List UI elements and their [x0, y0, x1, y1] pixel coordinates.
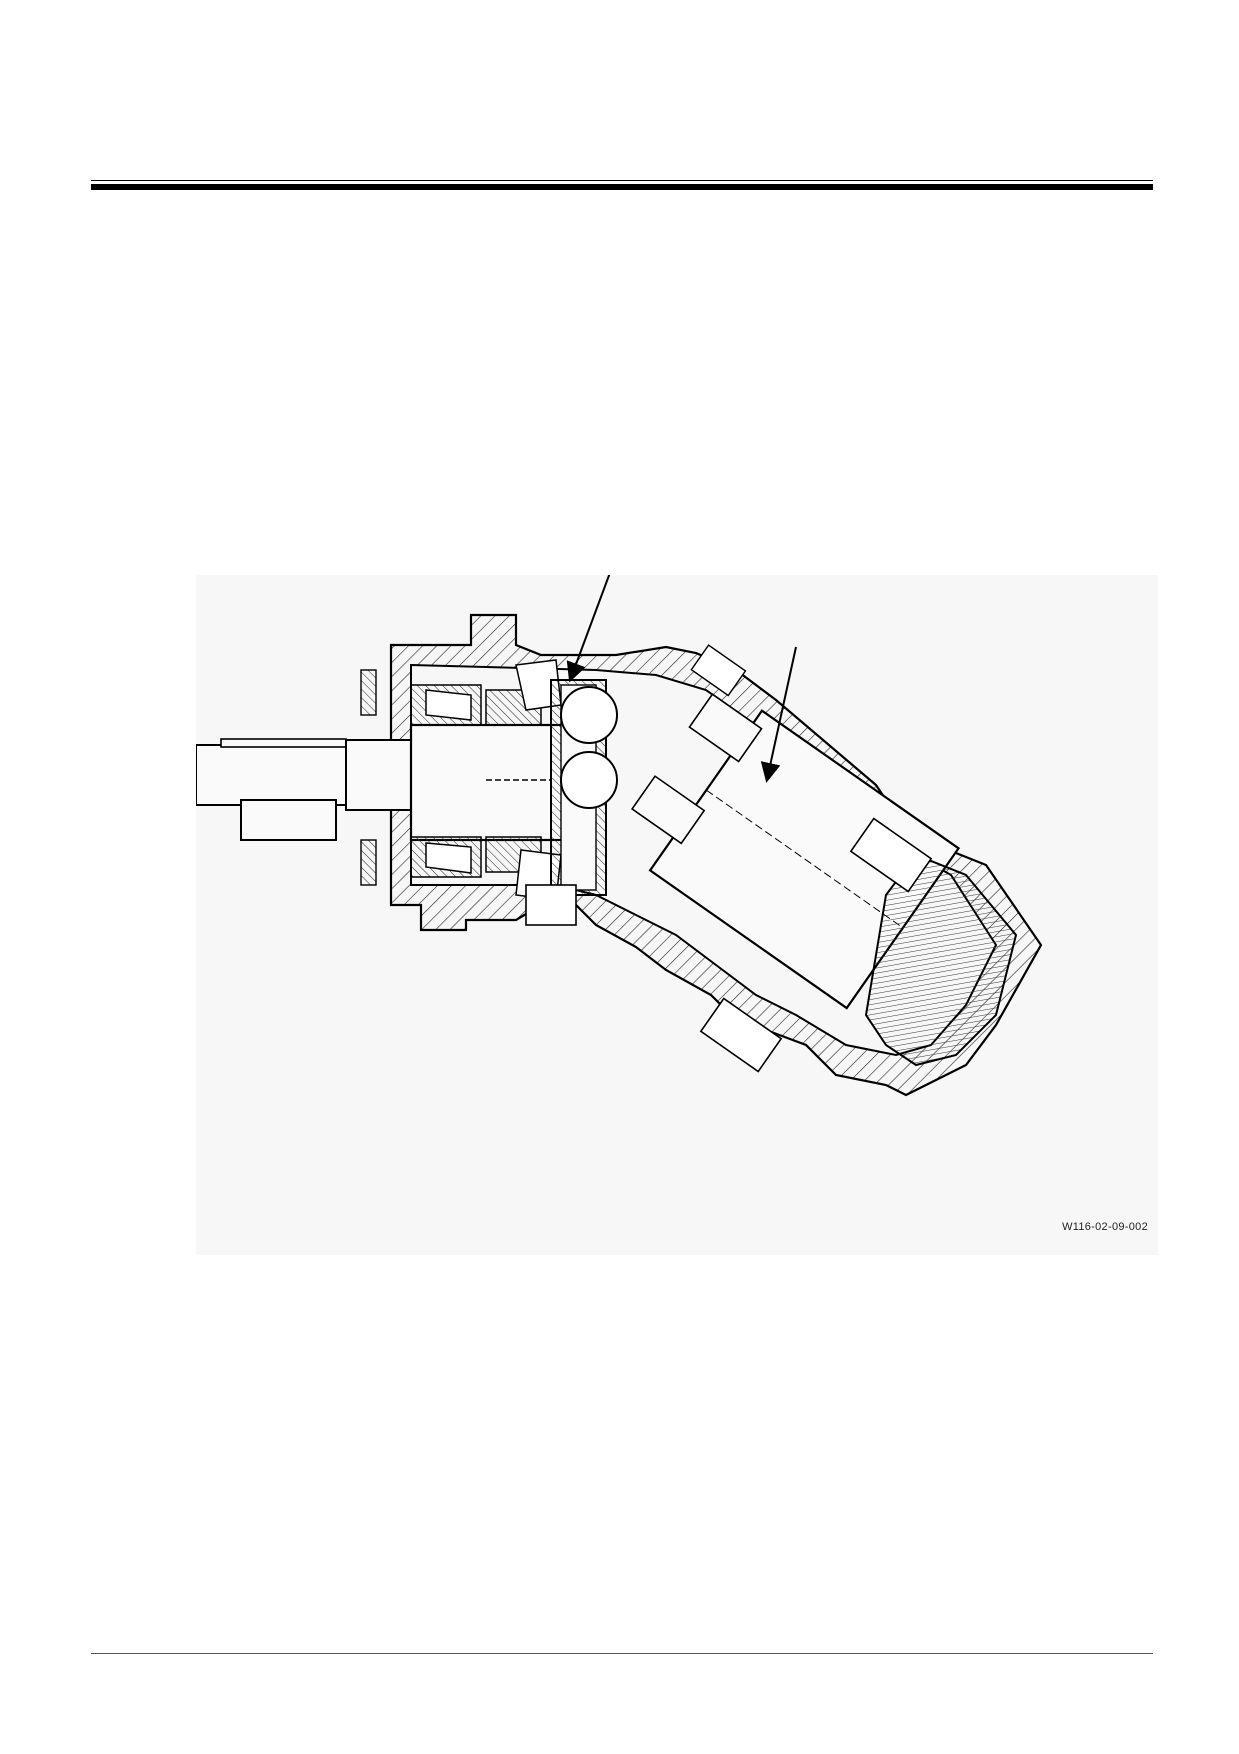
- motor-cross-section-figure: W116-02-09-002: [196, 575, 1158, 1255]
- figure-code: W116-02-09-002: [1062, 1221, 1148, 1233]
- cross-section-drawing: [196, 575, 1043, 1097]
- tapered-bearings: [360, 659, 562, 901]
- leader-arrows: [566, 575, 797, 783]
- header-rule: [91, 184, 1153, 190]
- footer-rule: [91, 1653, 1153, 1654]
- leader-arrow-flange: [566, 575, 611, 683]
- end-cover: [525, 644, 1018, 1073]
- output-shaft: [196, 723, 568, 842]
- leader-arrow-cylinder: [760, 646, 797, 783]
- header-rule-thin: [91, 180, 1153, 181]
